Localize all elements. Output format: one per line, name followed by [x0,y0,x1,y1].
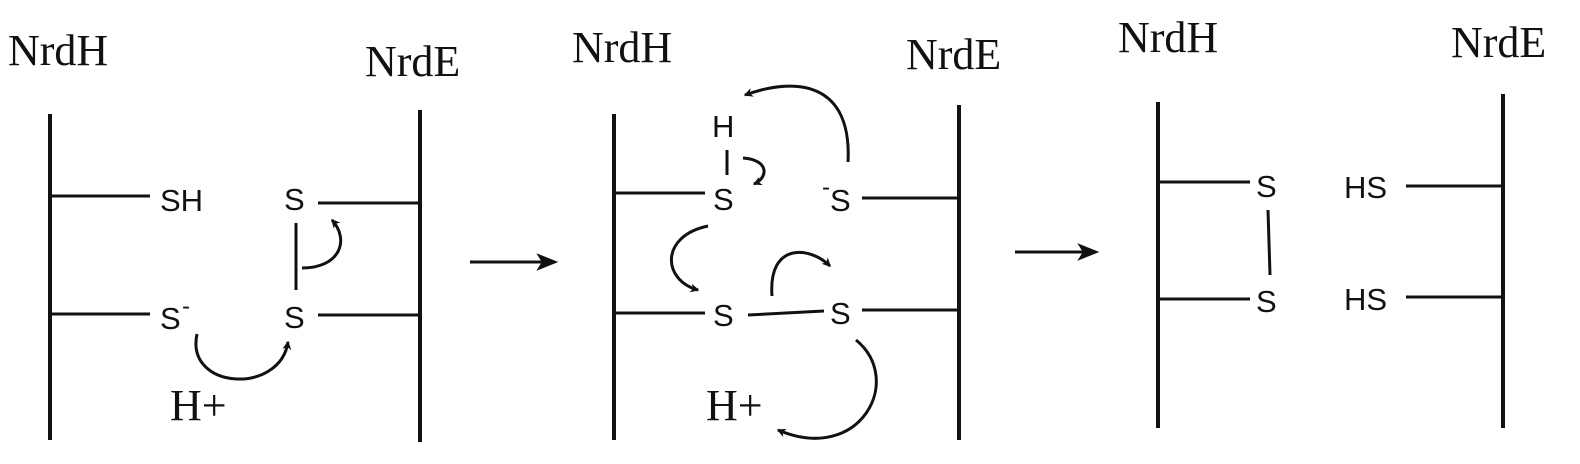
disulfide-right-sulfur: S [830,296,851,331]
nrdh-label: NrdH [572,23,672,72]
nrdh-label: NrdH [1118,13,1218,62]
top-left-sulfur: S [713,182,734,217]
nrdh-label: NrdH [8,26,108,75]
thiolate-charge: - [822,174,830,201]
disulfide-top-sulfur: S [284,182,305,217]
proton-label: H+ [706,381,763,430]
nrde-label: NrdE [1451,18,1546,67]
disulfide-bond [1266,209,1272,276]
proton-label: H+ [170,381,227,430]
panel-1: NrdH NrdE SH S - S S H+ [8,26,460,442]
electron-push-arrow-icon [776,338,878,440]
disulfide-bottom-sulfur: S [1256,284,1277,319]
thiolate-charge: - [182,293,190,320]
electron-push-arrow-icon [670,224,709,293]
hydrogen-label: H [712,109,734,144]
electron-push-arrow-icon [742,156,766,186]
nrde-label: NrdE [365,37,460,86]
disulfide-top-sulfur: S [1256,169,1277,204]
electron-push-arrow-icon [770,250,832,297]
electron-push-arrow-icon [194,333,292,381]
electron-push-arrow-icon [301,218,343,270]
electron-push-arrow-icon [743,84,850,163]
thiol-bottom-label: HS [1344,282,1387,317]
thiolate-sulfur: S [830,183,851,218]
disulfide-bond [747,309,825,317]
thiolate-label: S [160,301,181,336]
disulfide-bottom-sulfur: S [284,300,305,335]
thiol-label: SH [160,183,203,218]
disulfide-left-sulfur: S [713,298,734,333]
thiol-top-label: HS [1344,170,1387,205]
nrde-label: NrdE [906,30,1001,79]
panel-3: NrdH NrdE S S HS HS [1118,13,1546,428]
panel-2: NrdH NrdE H S - S S S H+ [572,23,1001,440]
